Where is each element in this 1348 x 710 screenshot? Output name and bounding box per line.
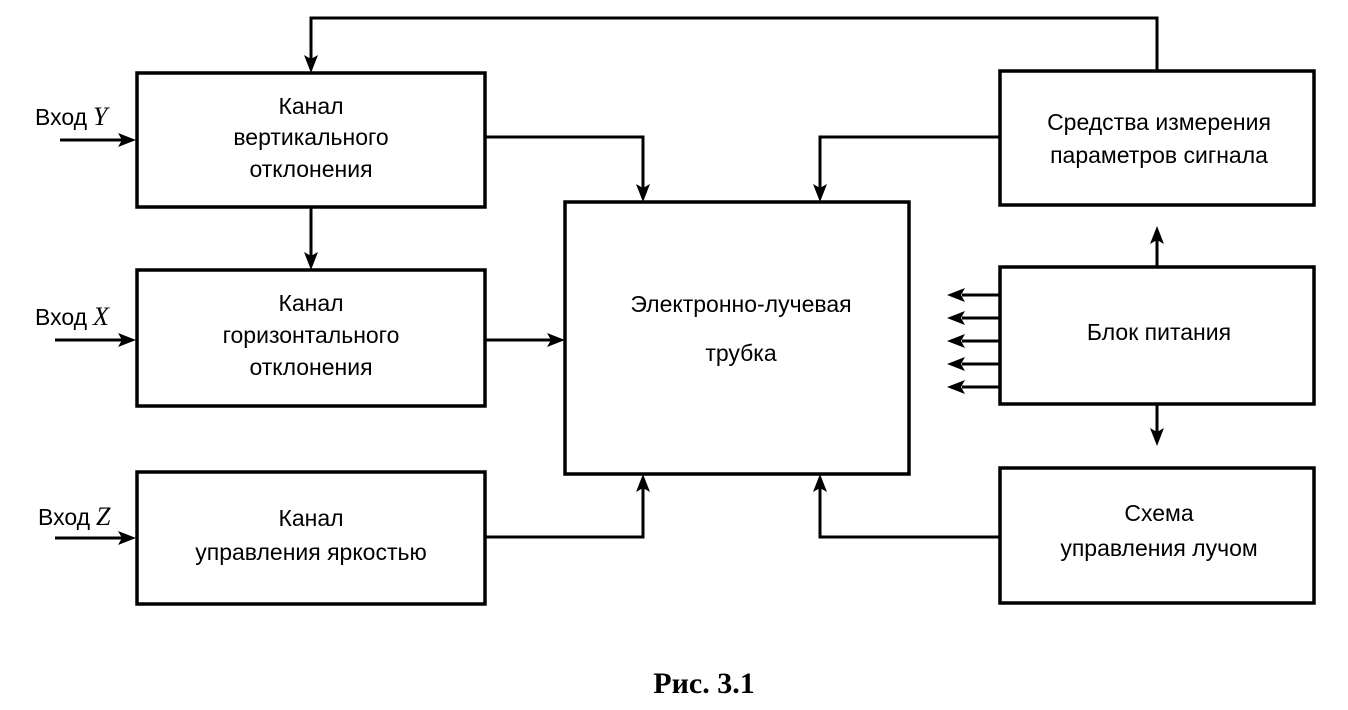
power-output-arrowhead-1	[947, 288, 965, 302]
vertical-channel-box	[135, 71, 487, 209]
beam-to-crt-wire	[818, 486, 1000, 539]
power-supply-label: Блок питания	[1087, 319, 1231, 345]
horizontal-channel-label-2: горизонтального	[223, 322, 400, 348]
brightness-channel-label-1: Канал	[278, 505, 343, 531]
measurement-label-1: Средства измерения	[1047, 109, 1271, 135]
brightness-channel-box	[135, 470, 487, 606]
measurement-to-crt-wire	[818, 135, 1000, 190]
brightness-to-crt-arrowhead	[636, 474, 650, 492]
vertical-to-crt-arrowhead	[636, 184, 650, 202]
horizontal-channel-label-1: Канал	[278, 290, 343, 316]
horizontal-channel-label-3: отклонения	[249, 354, 372, 380]
horizontal-channel-box	[135, 268, 487, 408]
horizontal-to-crt-arrowhead	[547, 333, 565, 347]
top-feedback-arrowhead	[304, 55, 318, 73]
crt-label-2: трубка	[705, 340, 777, 366]
crt-label-1: Электронно-лучевая	[630, 291, 851, 317]
top-feedback-wire	[309, 16, 1159, 71]
input-y-arrowhead	[118, 133, 136, 147]
measurement-box	[998, 69, 1316, 207]
measurement-to-crt-arrowhead	[813, 184, 827, 202]
beam-to-crt-arrowhead	[813, 474, 827, 492]
figure-caption: Рис. 3.1	[653, 667, 754, 700]
beam-control-label-2: управления лучом	[1060, 535, 1257, 561]
beam-control-label-1: Схема	[1124, 500, 1193, 526]
input-z-arrowhead	[118, 531, 136, 545]
beam-control-box	[998, 466, 1316, 605]
power-to-measurement-arrowhead	[1150, 226, 1164, 244]
power-output-arrowhead-5	[947, 380, 965, 394]
brightness-to-crt-wire	[485, 486, 645, 539]
crt-box	[563, 200, 911, 476]
power-to-beam-arrowhead	[1150, 428, 1164, 446]
vertical-channel-label-2: вертикального	[233, 124, 388, 150]
brightness-channel-label-2: управления яркостью	[195, 539, 426, 565]
power-output-arrowhead-4	[947, 357, 965, 371]
vertical-channel-label-3: отклонения	[249, 156, 372, 182]
measurement-label-2: параметров сигнала	[1050, 142, 1268, 168]
vertical-to-crt-wire	[485, 135, 645, 190]
power-output-arrowhead-3	[947, 334, 965, 348]
power-output-arrowhead-2	[947, 311, 965, 325]
vertical-to-horizontal-arrowhead	[304, 252, 318, 270]
input-x-arrowhead	[118, 333, 136, 347]
vertical-channel-label-1: Канал	[278, 93, 343, 119]
